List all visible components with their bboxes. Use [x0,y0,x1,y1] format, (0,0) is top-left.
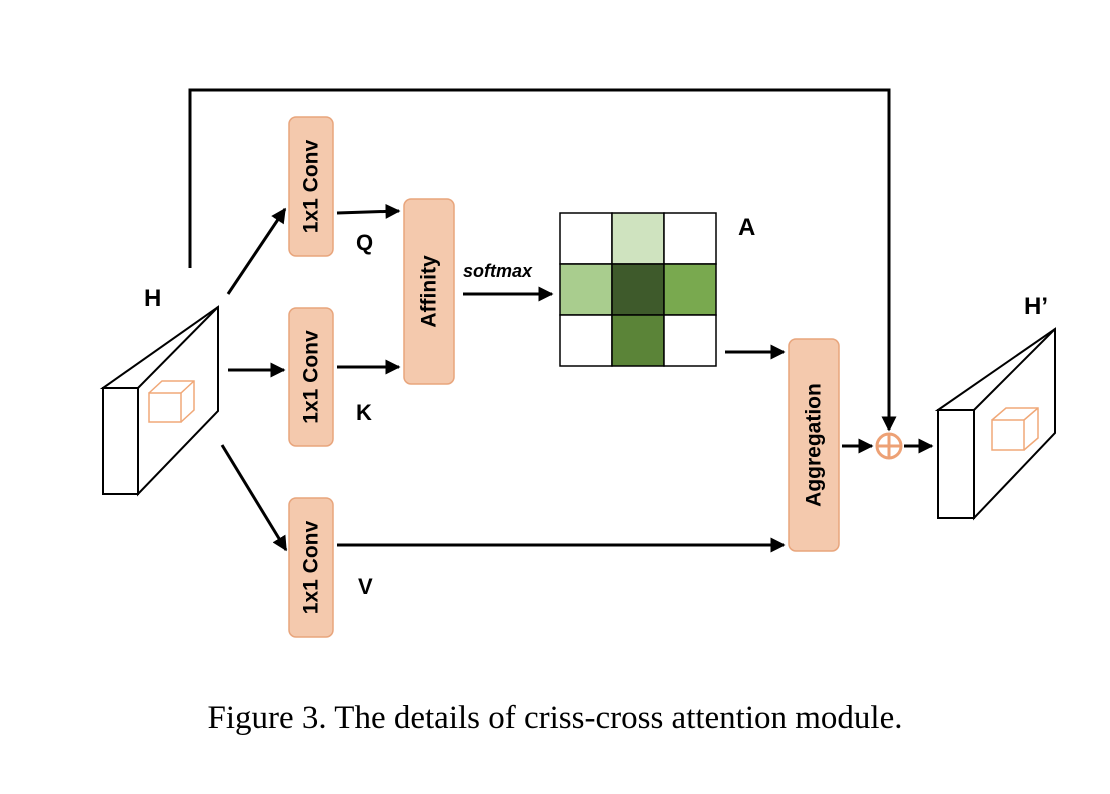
output-tensor [934,327,1056,521]
criss-cross-attention-diagram: H H’ 1x1 Conv 1x1 Conv 1x1 Conv Affinity… [99,88,1056,638]
attention-cell [559,263,613,316]
attention-map-grid [559,212,717,367]
attention-cell [663,263,717,316]
elementwise-sum-icon [875,432,903,460]
arrow-h-to-conv-v [220,444,288,552]
figure-caption: Figure 3. The details of criss-cross att… [207,700,903,736]
attention-cell [611,314,665,367]
affinity-box [403,198,455,385]
output-inner-cube [991,407,1039,451]
attention-cell [559,212,613,265]
key-label: K [356,400,372,425]
attention-cell [559,314,613,367]
input-tensor [99,305,219,497]
arrow-h-to-conv-q [226,207,287,295]
conv-v-box [288,497,334,638]
attention-map-label: A [738,214,755,241]
conv-k-box [288,307,334,447]
attention-cell [611,263,665,316]
residual-skip-arrow [188,88,897,432]
conv-v-label: 1x1 Conv [300,520,323,614]
conv-q-label: 1x1 Conv [300,139,323,233]
attention-cell [663,212,717,265]
input-label: H [144,285,161,312]
value-label: V [358,574,373,599]
arrow-q-to-affinity [336,203,401,219]
input-inner-cube [148,380,195,423]
softmax-label: softmax [463,261,533,281]
attention-cell [663,314,717,367]
aggregation-label: Aggregation [803,383,826,507]
output-label: H’ [1024,293,1048,320]
affinity-label: Affinity [418,255,441,328]
attention-cell [611,212,665,265]
aggregation-box [788,338,840,552]
conv-q-box [288,116,334,257]
conv-k-label: 1x1 Conv [300,330,323,424]
query-label: Q [356,230,373,255]
